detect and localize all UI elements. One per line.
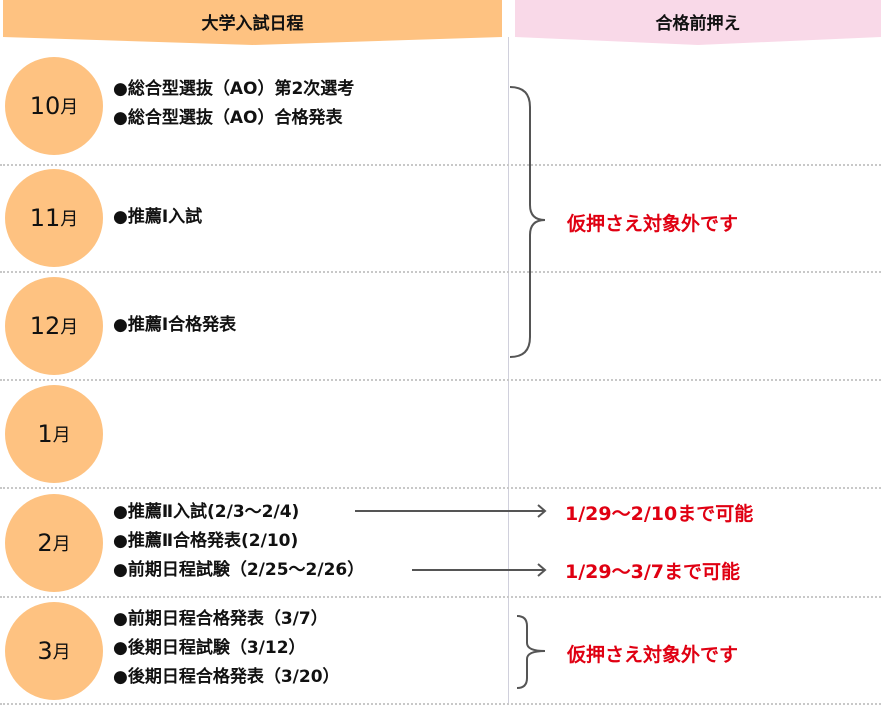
header-pre-hold-label: 合格前押え <box>655 14 741 34</box>
event-item: ●推薦Ⅱ入試(2/3～2/4) <box>113 502 300 522</box>
event-list: ●推薦Ⅰ合格発表 <box>113 311 236 340</box>
event-list: ●推薦Ⅰ入試 <box>113 203 202 232</box>
note-possible: 1/29～3/7まで可能 <box>565 561 740 583</box>
column-divider <box>508 37 509 703</box>
event-item: ●前期日程試験（2/25～2/26） <box>113 560 365 580</box>
header-schedule: 大学入試日程 <box>3 0 502 45</box>
note-possible: 1/29～2/10まで可能 <box>565 503 754 525</box>
event-item: ●総合型選抜（AO）合格発表 <box>113 108 343 128</box>
event-list: ●総合型選抜（AO）第2次選考 ●総合型選抜（AO）合格発表 <box>113 75 354 133</box>
brace-icon <box>509 86 546 358</box>
event-list: ●推薦Ⅱ入試(2/3～2/4) ●推薦Ⅱ合格発表(2/10) ●前期日程試験（2/2… <box>113 498 364 585</box>
event-item: ●後期日程試験（3/12） <box>113 638 306 658</box>
event-list: ●前期日程合格発表（3/7） ●後期日程試験（3/12） ●後期日程合格発表（3/2… <box>113 605 340 692</box>
note-excluded: 仮押さえ対象外です <box>567 644 739 666</box>
event-item: ●推薦Ⅰ入試 <box>113 207 203 227</box>
event-item: ●推薦Ⅱ合格発表(2/10) <box>113 531 299 551</box>
header-pre-hold: 合格前押え <box>515 0 881 45</box>
event-item: ●総合型選抜（AO）第2次選考 <box>113 79 355 99</box>
arrow-icon <box>355 504 547 518</box>
event-item: ●後期日程合格発表（3/20） <box>113 667 340 687</box>
note-excluded: 仮押さえ対象外です <box>567 213 739 235</box>
arrow-icon <box>412 563 547 577</box>
event-item: ●推薦Ⅰ合格発表 <box>113 315 237 335</box>
header-schedule-label: 大学入試日程 <box>201 14 304 34</box>
event-item: ●前期日程合格発表（3/7） <box>113 609 328 629</box>
brace-icon <box>516 615 546 689</box>
